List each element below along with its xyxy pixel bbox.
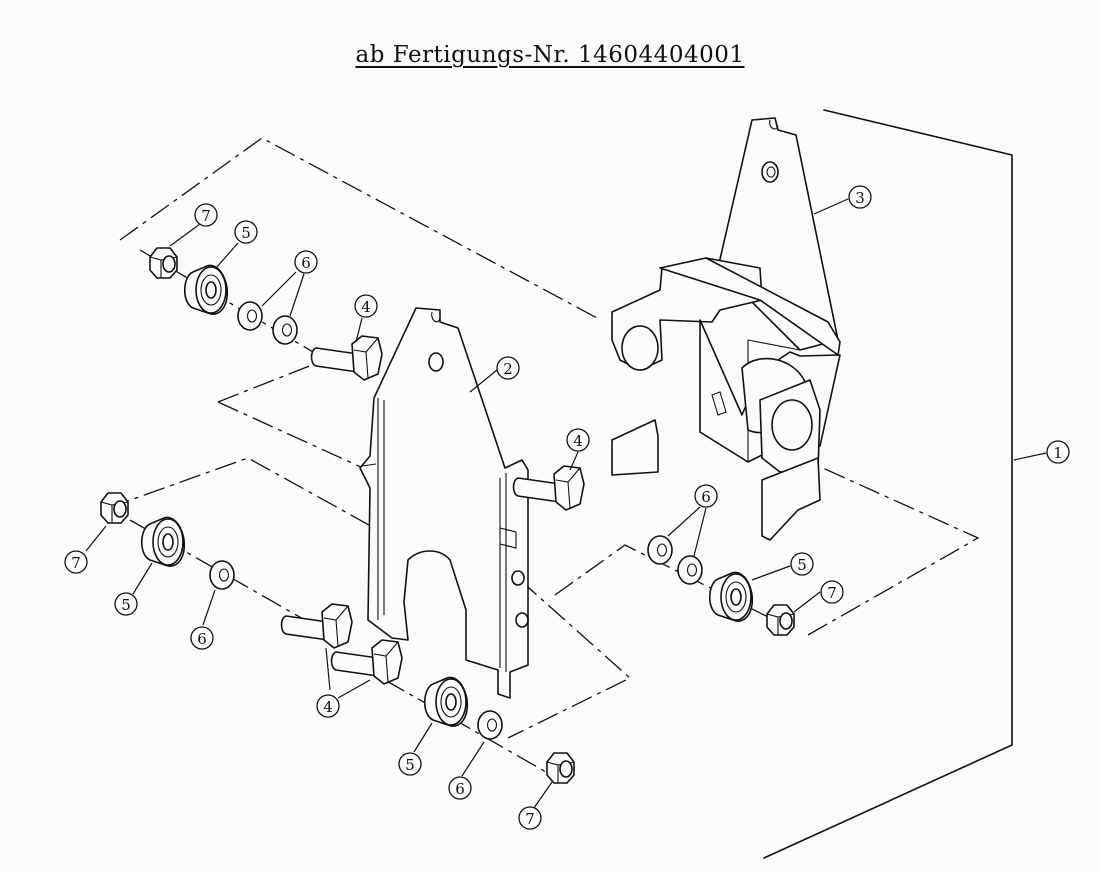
right-mounting-bracket	[611, 117, 841, 541]
callout-bolt-3: 4	[316, 694, 340, 718]
callout-bearing-2: 5	[790, 552, 814, 576]
callout-number: 5	[241, 224, 251, 242]
drawing-title: ab Fertigungs-Nr. 14604404001	[355, 42, 745, 68]
callout-balloon	[566, 428, 590, 452]
callout-balloon	[190, 626, 214, 650]
washer-top-left-1	[237, 301, 263, 331]
callout-number: 7	[71, 554, 81, 572]
callout-bearing-1: 5	[234, 220, 258, 244]
nut-right	[766, 604, 795, 636]
callout-number: 6	[301, 254, 311, 272]
bearing-top-left	[183, 264, 229, 315]
callout-bearing-3: 5	[114, 592, 138, 616]
callout-balloon	[354, 294, 378, 318]
washer-right-1	[647, 535, 673, 565]
callout-number: 5	[405, 756, 415, 774]
washer-top-left-2	[272, 315, 298, 345]
leader-lines	[85, 198, 1047, 809]
callout-number: 3	[855, 189, 865, 207]
callout-nut-4: 7	[518, 806, 542, 830]
callout-washer-4: 6	[448, 776, 472, 800]
washer-bottom	[477, 710, 503, 740]
callout-balloon	[694, 484, 718, 508]
nut-mid-left	[100, 492, 129, 524]
callout-balloon	[316, 694, 340, 718]
callout-balloon	[448, 776, 472, 800]
callout-number: 6	[701, 488, 711, 506]
callout-number: 7	[525, 810, 535, 828]
item-callouts: 1 2 3 4 4 4 5 5 5 5 6 6 6 6 7 7 7 7	[64, 185, 1070, 830]
callout-assembly-1: 1	[1046, 440, 1070, 464]
callout-balloon	[518, 806, 542, 830]
nut-top-left	[149, 247, 178, 279]
callout-bracket-right-1: 3	[848, 185, 872, 209]
washer-mid-left	[209, 560, 235, 590]
callout-number: 2	[503, 360, 513, 378]
callout-number: 4	[361, 298, 371, 316]
callout-number: 4	[573, 432, 583, 450]
assembly-bracket-line	[763, 109, 1013, 859]
callout-washer-1: 6	[294, 250, 318, 274]
callout-nut-1: 7	[194, 203, 218, 227]
callout-balloon	[294, 250, 318, 274]
callout-number: 6	[455, 780, 465, 798]
left-mounting-bracket	[359, 307, 529, 699]
callout-balloon	[820, 580, 844, 604]
callout-balloon	[194, 203, 218, 227]
callout-number: 4	[323, 698, 333, 716]
bearing-bottom	[423, 676, 469, 727]
callout-balloon	[790, 552, 814, 576]
callout-nut-3: 7	[64, 550, 88, 574]
callout-balloon	[1046, 440, 1070, 464]
callout-balloon	[114, 592, 138, 616]
callout-number: 1	[1053, 444, 1063, 462]
callout-bolt-1: 4	[354, 294, 378, 318]
callout-nut-2: 7	[820, 580, 844, 604]
callout-balloon	[848, 185, 872, 209]
callout-number: 5	[797, 556, 807, 574]
bearing-mid-left	[140, 516, 186, 567]
bearing-right	[708, 571, 754, 622]
callout-number: 7	[827, 584, 837, 602]
washer-right-2	[677, 555, 703, 585]
callout-balloon	[496, 356, 520, 380]
callout-balloon	[64, 550, 88, 574]
bolt-bottom	[330, 639, 403, 685]
callout-bracket-left-1: 2	[496, 356, 520, 380]
bolt-mid-left	[280, 603, 353, 649]
callout-balloon	[398, 752, 422, 776]
callout-balloon	[234, 220, 258, 244]
callout-bolt-2: 4	[566, 428, 590, 452]
callout-washer-3: 6	[190, 626, 214, 650]
nut-bottom	[546, 752, 575, 784]
callout-number: 6	[197, 630, 207, 648]
callout-number: 7	[201, 207, 211, 225]
callout-bearing-4: 5	[398, 752, 422, 776]
bolt-top-left	[310, 335, 383, 381]
callout-number: 5	[121, 596, 131, 614]
callout-washer-2: 6	[694, 484, 718, 508]
